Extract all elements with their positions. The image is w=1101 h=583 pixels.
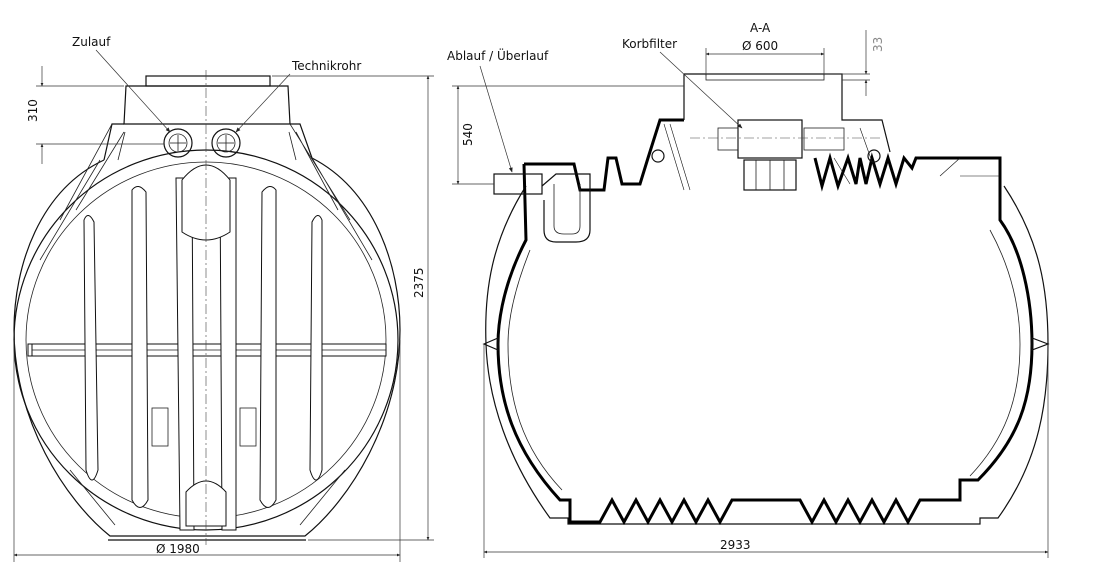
section-dome-lid bbox=[705, 73, 825, 81]
basket-filter bbox=[690, 119, 880, 191]
basket-filter-leader bbox=[659, 51, 743, 129]
basket-filter-label: Korbfilter bbox=[622, 37, 677, 51]
inlet-leader bbox=[95, 49, 171, 133]
tech-pipe-leader bbox=[235, 73, 291, 133]
front-dome bbox=[123, 85, 291, 125]
front-shoulder bbox=[103, 123, 313, 161]
section-view: Ablauf / Überlauf Korbfilter A-A Ø 600 3… bbox=[447, 21, 1050, 558]
front-shoulder-inner bbox=[117, 131, 297, 161]
section-dome bbox=[683, 73, 891, 153]
inlet-pipe-symbol bbox=[163, 128, 193, 158]
section-pipe-right bbox=[867, 149, 881, 163]
outlet-leader bbox=[479, 65, 513, 173]
section-inner-line bbox=[507, 229, 1021, 491]
tech-pipe-symbol bbox=[211, 128, 241, 158]
front-view: Zulauf Technikrohr 310 2375 Ø 1980 bbox=[13, 35, 434, 562]
front-diag-ribs bbox=[39, 123, 373, 526]
tech-pipe-label: Technikrohr bbox=[291, 59, 361, 73]
inlet-label: Zulauf bbox=[72, 35, 111, 49]
outlet-label: Ablauf / Überlauf bbox=[447, 47, 549, 63]
section-name: A-A bbox=[750, 21, 771, 35]
dim-outlet-depth: 540 bbox=[452, 85, 684, 185]
section-side-notch-right bbox=[1031, 337, 1050, 351]
section-outer-shell bbox=[485, 185, 1049, 525]
section-pipe-left bbox=[651, 149, 665, 163]
outlet-pipe bbox=[493, 173, 591, 243]
front-detail-left bbox=[151, 407, 169, 447]
dim-dome-diameter: Ø 600 bbox=[705, 39, 825, 76]
svg-text:Ø 1980: Ø 1980 bbox=[156, 542, 200, 556]
svg-text:310: 310 bbox=[26, 99, 40, 122]
svg-text:33: 33 bbox=[871, 37, 885, 52]
wall-hatching bbox=[663, 123, 1000, 191]
front-detail-right bbox=[239, 407, 257, 447]
svg-text:540: 540 bbox=[461, 123, 475, 146]
front-horizontal-ribs bbox=[31, 343, 387, 357]
dim-diameter: Ø 1980 bbox=[13, 340, 401, 562]
dim-dome-offset: 33 bbox=[824, 30, 885, 96]
svg-text:2933: 2933 bbox=[720, 538, 751, 552]
front-tank-outline bbox=[13, 157, 401, 537]
dim-total-height: 2375 bbox=[272, 75, 434, 541]
svg-text:2375: 2375 bbox=[412, 267, 426, 298]
section-wall-thick bbox=[496, 152, 1034, 526]
section-top-left-thick bbox=[524, 118, 684, 192]
front-dome-top bbox=[145, 75, 271, 87]
dim-length: 2933 bbox=[483, 344, 1049, 558]
dim-dome-height: 310 bbox=[26, 66, 164, 164]
section-side-notch-left bbox=[482, 337, 499, 351]
svg-text:Ø 600: Ø 600 bbox=[742, 39, 778, 53]
